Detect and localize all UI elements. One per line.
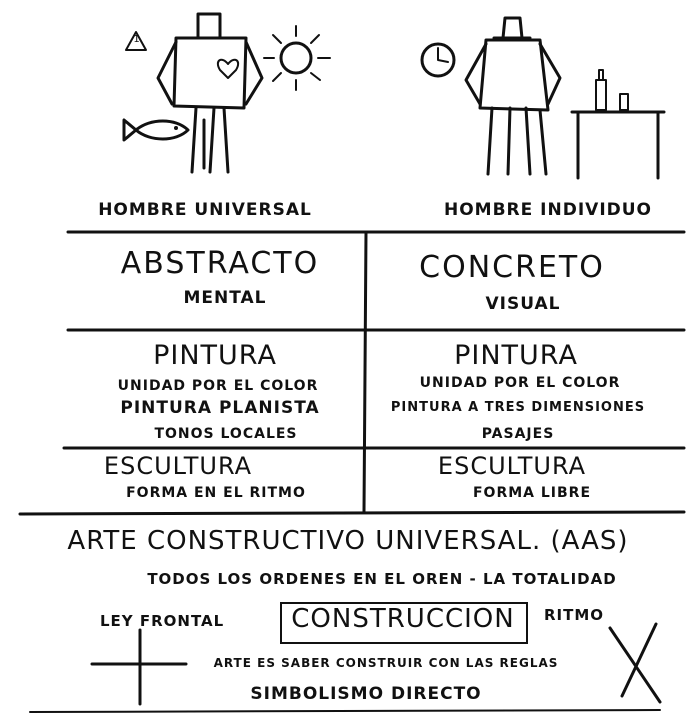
footer-simbolismo: SIMBOLISMO DIRECTO	[250, 684, 482, 704]
headline-arte-constructivo: ARTE CONSTRUCTIVO UNIVERSAL. (AAS)	[67, 526, 629, 556]
universal-man-right-arm	[244, 40, 264, 106]
pintura-left-line1: UNIDAD POR EL COLOR	[117, 378, 319, 394]
divider-sculpture	[18, 510, 686, 516]
individual-man-right-arm	[538, 42, 562, 106]
x-cross-icon	[608, 622, 662, 704]
sun-icon	[263, 25, 331, 91]
pintura-right-line2: PINTURA A TRES DIMENSIONES	[390, 400, 646, 415]
universal-man-left-arm	[156, 40, 178, 106]
heading-concreto: CONCRETO	[419, 250, 605, 285]
label-ritmo: RITMO	[544, 606, 605, 624]
footer-rule-text: ARTE ES SABER CONSTRUIR CON LAS REGLAS	[213, 656, 559, 670]
individual-man-left-arm	[464, 42, 488, 106]
heart-icon	[216, 58, 240, 79]
triangle-label: 1	[133, 34, 141, 45]
bottom-rule	[29, 709, 661, 713]
escultura-left-line: FORMA EN EL RITMO	[126, 485, 306, 501]
heading-abstracto: ABSTRACTO	[120, 246, 320, 281]
universal-man-legs	[190, 106, 230, 174]
fish-icon	[122, 118, 190, 142]
subheading-visual: VISUAL	[485, 294, 561, 314]
heading-pintura-left: PINTURA	[153, 340, 277, 371]
construccion-box	[280, 602, 528, 644]
caption-hombre-individuo: HOMBRE INDIVIDUO	[443, 200, 653, 220]
heading-pintura-right: PINTURA	[454, 340, 578, 371]
table-with-bottles-icon	[570, 69, 666, 180]
label-construccion: CONSTRUCCION	[291, 604, 515, 634]
universal-man-torso	[172, 36, 248, 110]
column-divider	[362, 230, 368, 514]
individual-man-torso	[478, 38, 550, 112]
subheading-mental: MENTAL	[183, 288, 267, 308]
warning-triangle-icon	[125, 31, 147, 51]
universal-man-head	[196, 12, 222, 40]
plus-cross-icon	[90, 628, 188, 706]
pintura-left-line2: PINTURA PLANISTA	[120, 398, 320, 418]
individual-man-figure	[464, 16, 562, 176]
pintura-right-line3: PASAJES	[481, 426, 555, 442]
heading-escultura-left: ESCULTURA	[103, 452, 253, 480]
footer-line-ordenes: TODOS LOS ORDENES EN EL OREN - LA TOTALI…	[147, 570, 617, 588]
pintura-left-line3: TONOS LOCALES	[154, 426, 298, 442]
universal-man-figure	[156, 12, 264, 174]
caption-hombre-universal: HOMBRE UNIVERSAL	[98, 200, 312, 220]
individual-man-legs	[486, 106, 548, 176]
escultura-right-line: FORMA LIBRE	[472, 485, 592, 501]
label-ley-frontal: LEY FRONTAL	[100, 612, 225, 630]
hat-icon	[492, 16, 532, 40]
comparison-grid	[18, 230, 686, 516]
clock-icon	[420, 42, 456, 78]
pintura-right-line1: UNIDAD POR EL COLOR	[419, 375, 621, 391]
heading-escultura-right: ESCULTURA	[437, 452, 587, 480]
